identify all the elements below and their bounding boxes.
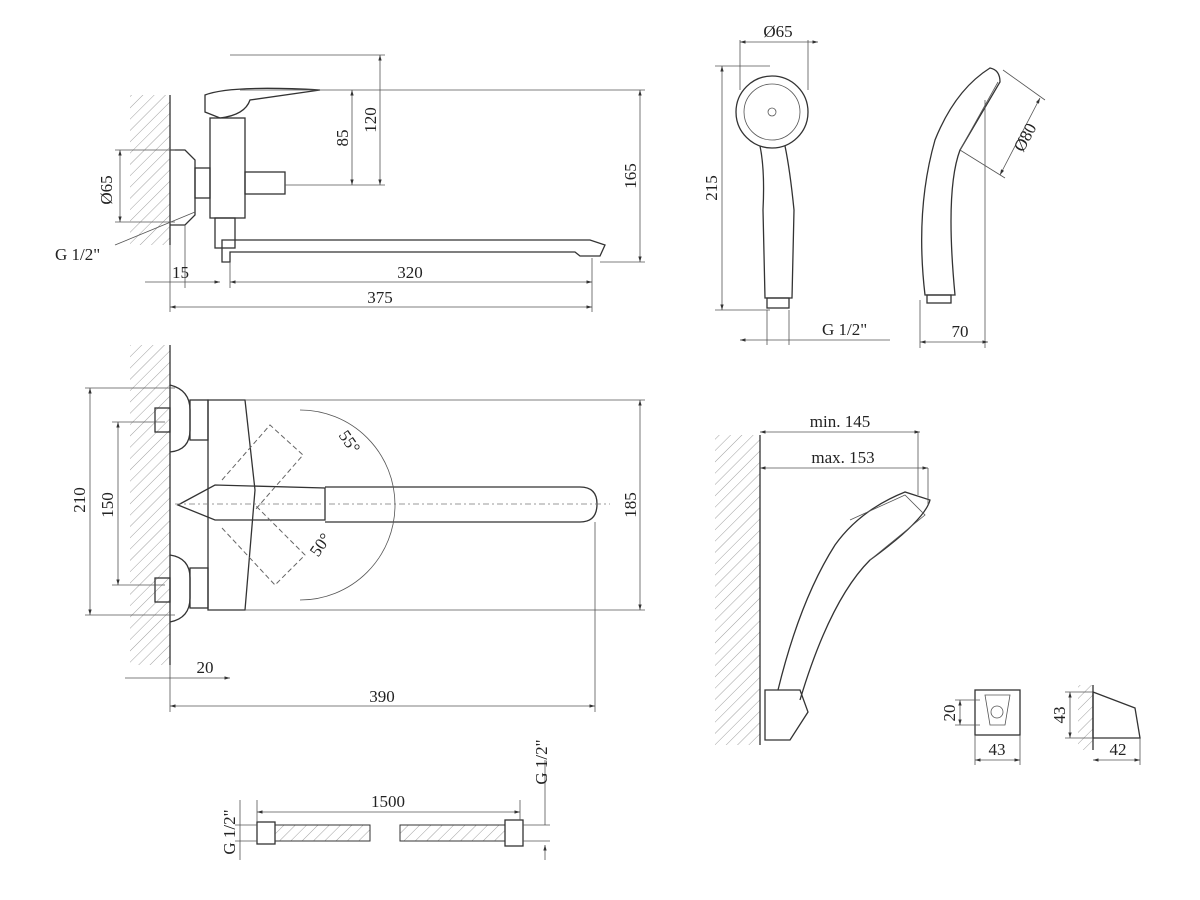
- wall-hatch: [130, 95, 170, 245]
- dim-holder-height-43: 43: [1050, 707, 1069, 724]
- faucet-top-view: 55° 50° 210 150 185 20 390: [70, 345, 645, 712]
- dim-height-85: 85: [333, 130, 352, 147]
- dim-hose-thread-right: G 1/2": [532, 739, 551, 784]
- hand-shower-side-view: Ø80 70: [919, 67, 1046, 348]
- dim-side-flange-diameter: Ø65: [97, 175, 116, 204]
- dim-holder-20: 20: [940, 705, 959, 722]
- dim-holder-width-43: 43: [989, 740, 1006, 759]
- dim-height-165: 165: [621, 163, 640, 189]
- dim-shower-thread: G 1/2": [822, 320, 867, 339]
- dim-height-150: 150: [98, 492, 117, 518]
- dim-shower-diameter-65: Ø65: [763, 22, 792, 41]
- dim-height-120: 120: [361, 107, 380, 133]
- dim-side-thread: G 1/2": [55, 245, 100, 264]
- dim-spout-320: 320: [397, 263, 423, 282]
- faucet-side-view: Ø65 G 1/2" 120 85 165 15 320 375: [55, 54, 645, 312]
- dim-height-210: 210: [70, 487, 89, 513]
- dim-offset-20: 20: [197, 658, 214, 677]
- hose-view: G 1/2" 1500 G 1/2": [220, 739, 551, 860]
- dim-shower-depth-70: 70: [952, 322, 969, 341]
- wall-hatch-small: [1078, 685, 1093, 750]
- holder-front-view: 20 43: [940, 689, 1021, 765]
- dim-length-390: 390: [369, 687, 395, 706]
- dim-offset-15: 15: [172, 263, 189, 282]
- wall-hatch-top: [130, 345, 170, 665]
- dim-height-185: 185: [621, 492, 640, 518]
- wall-hatch-holder: [715, 435, 760, 745]
- dim-holder-depth-42: 42: [1110, 740, 1127, 759]
- dim-hose-length-1500: 1500: [371, 792, 405, 811]
- dim-min-145: min. 145: [810, 412, 870, 431]
- shower-on-holder-view: min. 145 max. 153: [715, 412, 931, 745]
- holder-side-view: 43 42: [1050, 685, 1141, 765]
- dim-shower-length-215: 215: [702, 175, 721, 201]
- dim-total-375: 375: [367, 288, 393, 307]
- dim-hose-thread-left: G 1/2": [220, 809, 239, 854]
- dim-max-153: max. 153: [811, 448, 874, 467]
- dim-angle-50: 50°: [306, 530, 335, 560]
- dim-shower-diameter-80: Ø80: [1010, 120, 1041, 155]
- hand-shower-front-view: Ø65 215 G 1/2": [702, 22, 890, 345]
